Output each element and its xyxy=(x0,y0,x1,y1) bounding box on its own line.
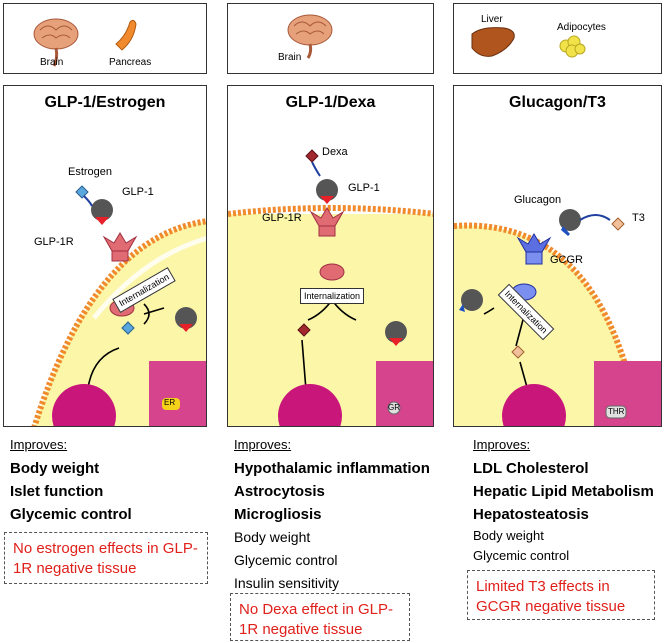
note-box: No Dexa effect in GLP-1R negative tissue xyxy=(230,593,410,641)
panel-glp1-dexa: GLP-1/Dexa Dexa GLP-1 GLP-1R Internaliza… xyxy=(227,85,434,427)
note-text: Limited T3 effects in GCGR negative tiss… xyxy=(476,578,626,615)
note-box: Limited T3 effects in GCGR negative tiss… xyxy=(467,570,655,620)
panel-title: Glucagon/T3 xyxy=(509,94,606,111)
brain-icon xyxy=(33,18,79,67)
improves-list: Body weight Islet function Glycemic cont… xyxy=(10,457,132,526)
improves-label: Improves: xyxy=(473,437,531,452)
list-item: Body weight xyxy=(473,528,544,543)
adipocytes-icon xyxy=(559,35,586,58)
list-item: Hepatosteatosis xyxy=(473,506,589,523)
brain-label: Brain xyxy=(278,52,302,63)
receptor-label: GLP-1R xyxy=(262,212,302,224)
pancreas-icon xyxy=(115,19,137,51)
nuclear-receptor-label: GR xyxy=(388,403,400,412)
list-item: Body weight xyxy=(234,529,311,545)
organ-box-2: Brain xyxy=(227,3,434,74)
panel-glp1-estrogen: GLP-1/Estrogen Estrogen GLP-1 GLP-1R Int… xyxy=(3,85,207,427)
improves-label: Improves: xyxy=(10,437,68,452)
internalization-label: Internalization xyxy=(300,288,365,304)
list-item: Hypothalamic inflammation xyxy=(234,460,430,477)
nuclear-receptor-label: THR xyxy=(608,407,625,416)
glucagon-label: Glucagon xyxy=(514,194,562,206)
improves-list: Hypothalamic inflammation Astrocytosis M… xyxy=(234,457,430,595)
note-text: No estrogen effects in GLP-1R negative t… xyxy=(13,540,198,577)
note-text: No Dexa effect in GLP-1R negative tissue xyxy=(239,601,393,638)
receptor-label: GCGR xyxy=(550,254,583,266)
glp1-label: GLP-1 xyxy=(348,182,380,194)
ligand-label: T3 xyxy=(632,212,645,224)
note-box: No estrogen effects in GLP-1R negative t… xyxy=(4,532,208,584)
brain-label: Brain xyxy=(40,57,64,68)
list-item: Glycemic control xyxy=(473,548,570,563)
panel-glucagon-t3: Glucagon/T3 Glucagon T3 GCGR Internaliza… xyxy=(453,85,662,427)
pancreas-label: Pancreas xyxy=(109,57,152,68)
brain-icon xyxy=(287,14,333,59)
list-item: Astrocytosis xyxy=(234,483,325,500)
liver-label: Liver xyxy=(481,14,503,25)
organ-box-1: Brain Pancreas xyxy=(3,3,207,74)
list-item: Glycemic control xyxy=(10,506,132,523)
panel-title: GLP-1/Estrogen xyxy=(44,94,166,111)
list-item: Body weight xyxy=(10,460,100,477)
list-item: Islet function xyxy=(10,483,104,500)
list-item: LDL Cholesterol xyxy=(473,460,589,477)
ligand-label: Dexa xyxy=(322,146,348,158)
cell-diagram xyxy=(228,149,433,426)
improves-list: LDL Cholesterol Hepatic Lipid Metabolism… xyxy=(473,457,654,566)
panel-title: GLP-1/Dexa xyxy=(285,94,376,111)
list-item: Microgliosis xyxy=(234,506,322,523)
list-item: Glycemic control xyxy=(234,552,338,568)
ligand-label: Estrogen xyxy=(68,166,113,178)
list-item: Hepatic Lipid Metabolism xyxy=(473,483,654,500)
organ-box-3: Liver Adipocytes xyxy=(453,3,662,74)
improves-label: Improves: xyxy=(234,437,292,452)
list-item: Insulin sensitivity xyxy=(234,575,340,591)
liver-icon xyxy=(471,27,515,57)
glp1-label: GLP-1 xyxy=(122,186,154,198)
receptor-label: GLP-1R xyxy=(34,236,74,248)
cell-diagram xyxy=(31,185,206,426)
adipocytes-label: Adipocytes xyxy=(557,22,606,33)
nuclear-receptor-label: ER xyxy=(164,398,176,407)
